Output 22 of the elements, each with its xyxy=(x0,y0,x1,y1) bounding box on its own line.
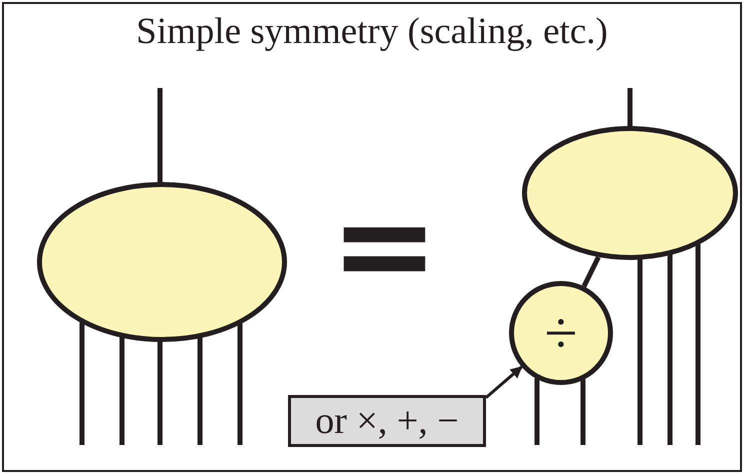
circle-node xyxy=(509,281,613,385)
title: Simple symmetry (scaling, etc.) xyxy=(135,10,609,53)
leg-line xyxy=(668,254,672,445)
ellipse-node xyxy=(522,126,738,260)
leg-line xyxy=(534,378,540,445)
note-box xyxy=(288,395,486,447)
note-text: or ×, +, − xyxy=(315,399,459,443)
leg-line xyxy=(158,88,162,183)
operator-symbol: ÷ xyxy=(544,298,578,368)
leg-line xyxy=(580,379,586,445)
leader-arrow xyxy=(485,366,523,399)
leg-line xyxy=(696,244,700,445)
ellipse-node xyxy=(37,182,287,342)
equals-sign: = xyxy=(330,180,439,310)
leg-line xyxy=(80,322,84,445)
leg-line xyxy=(120,336,124,445)
connector-line xyxy=(582,256,601,288)
leg-line xyxy=(198,337,202,445)
leg-line xyxy=(158,341,162,445)
leg-line xyxy=(638,258,642,445)
leg-line xyxy=(628,88,632,127)
leg-line xyxy=(238,324,242,445)
